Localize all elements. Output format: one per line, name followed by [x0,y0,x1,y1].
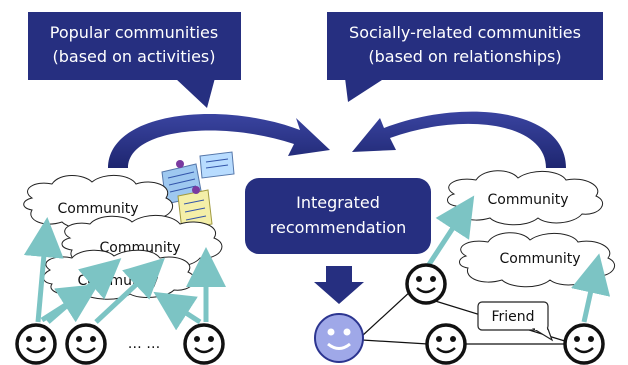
community-cloud-left-3: Community [43,249,195,300]
arrow-friendC-to-cloudR2 [571,253,611,323]
social-callout-line1: Socially-related communities [349,23,581,42]
down-arrow [314,266,364,304]
popular-communities-callout: Popular communities (based on activities… [28,12,241,108]
left-curved-arrow [108,114,330,168]
cloud-left-2-label: Community [99,240,180,256]
friend-smiley-b [425,323,467,365]
arrow-user2-to-cloud2 [94,257,165,324]
community-cloud-left-1: Community [23,175,173,230]
arrow-friendA-to-cloudR1 [425,195,475,268]
popular-callout-line1: Popular communities [50,23,218,42]
line-target-to-friendB [361,339,429,345]
friend-label-text: Friend [491,309,534,325]
popular-callout-line2: (based on activities) [52,47,215,66]
notes-icon [161,151,235,231]
community-cloud-right-1: Community [447,170,603,226]
integrated-recommendation-box: Integrated recommendation [245,178,431,254]
cloud-right-2-label: Community [499,251,580,267]
arrow-user1-to-cloud2 [46,258,122,324]
arrow-user1-to-cloud1 [23,217,64,323]
friend-smiley-a [405,263,447,305]
user-smiley-left-3 [183,323,225,365]
friend-label: Friend [477,301,554,342]
user-smiley-left-1 [15,323,57,365]
friend-smiley-c [563,323,605,365]
social-communities-callout: Socially-related communities (based on r… [327,12,603,102]
ellipsis-text: … … [128,336,160,352]
left-activity-arrows [23,217,226,331]
center-line2: recommendation [270,218,406,237]
cloud-left-1-label: Community [57,201,138,217]
user-smiley-left-2 [65,323,107,365]
arrow-user3-to-cloud3 [153,291,202,331]
line-target-to-friendA [361,289,413,337]
right-relationship-arrows [425,195,611,323]
target-user-smiley [314,313,364,363]
social-callout-line2: (based on relationships) [368,47,561,66]
cloud-right-1-label: Community [487,192,568,208]
center-line1: Integrated [296,193,380,212]
right-curved-arrow [352,111,566,168]
